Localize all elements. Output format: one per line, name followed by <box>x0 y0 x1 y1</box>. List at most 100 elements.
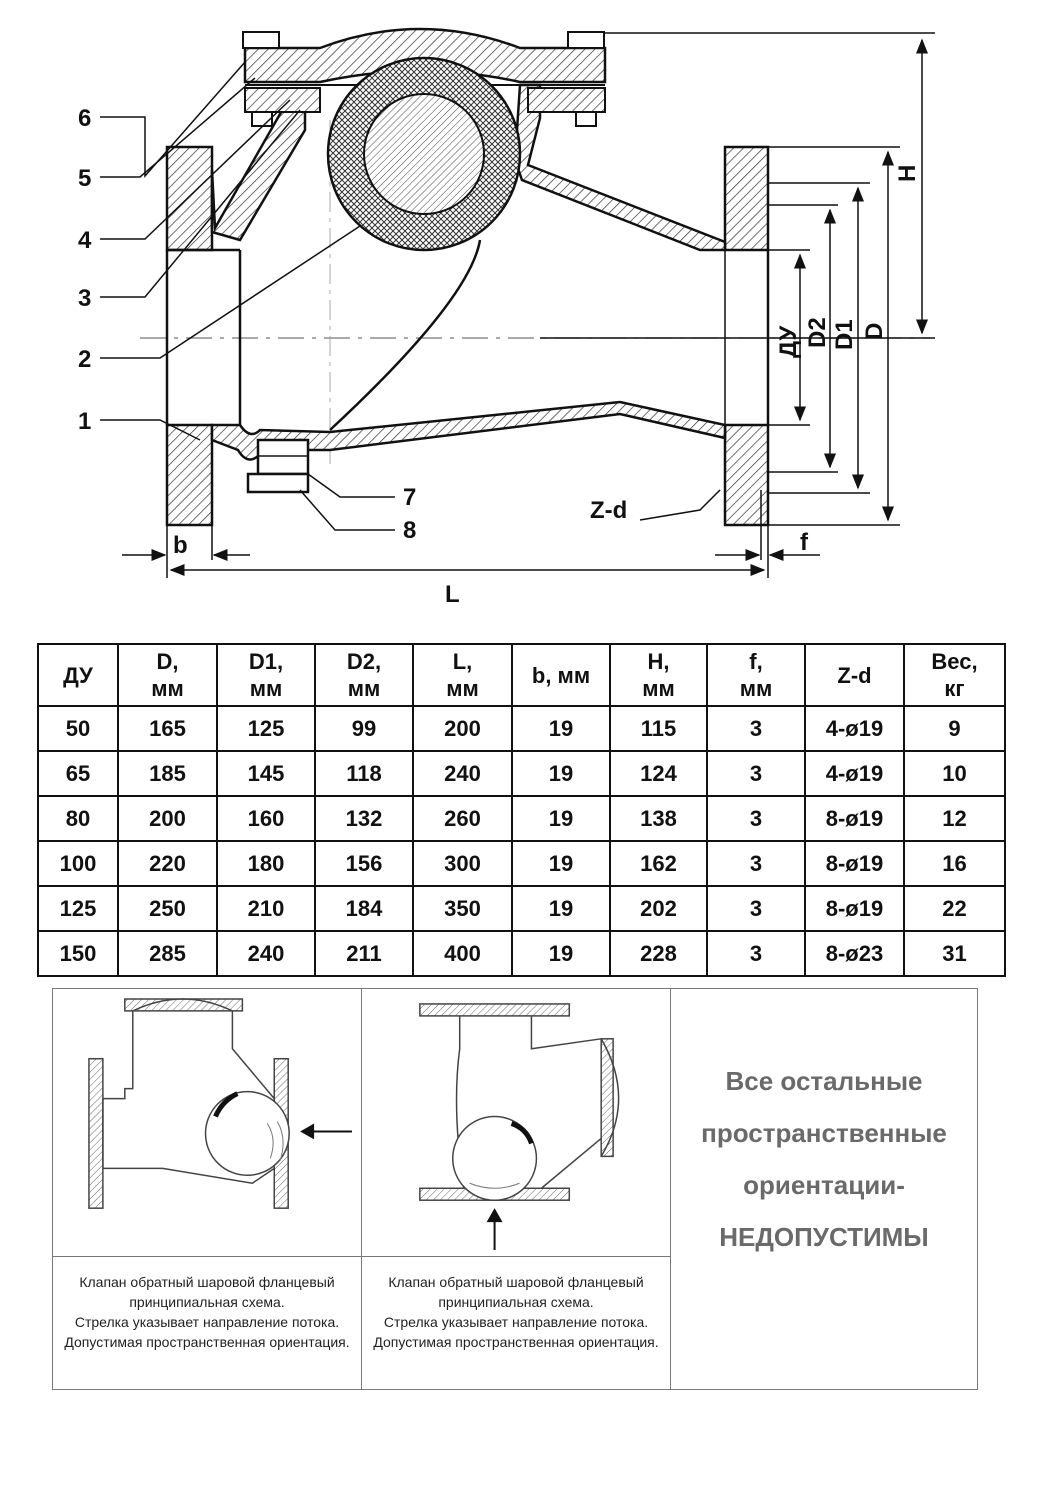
table-header-row: ДУ D,мм D1,мм D2,мм L,мм b, мм H,мм f,мм… <box>37 643 1006 707</box>
th-dn: ДУ <box>37 643 119 707</box>
table-cell: 19 <box>511 930 611 977</box>
th-h: H,мм <box>609 643 708 707</box>
table-cell: 211 <box>314 930 414 977</box>
table-cell: 16 <box>903 840 1006 887</box>
table-cell: 145 <box>216 750 316 797</box>
panel-warning: Все остальные пространственные ориентаци… <box>671 989 977 1389</box>
table-cell: 99 <box>314 705 414 752</box>
table-cell: 150 <box>37 930 119 977</box>
table-cell: 210 <box>216 885 316 932</box>
table-cell: 115 <box>609 705 708 752</box>
table-cell: 220 <box>117 840 218 887</box>
table-cell: 8-ø23 <box>804 930 905 977</box>
table-cell: 250 <box>117 885 218 932</box>
callout-7: 7 <box>403 484 416 511</box>
table-cell: 65 <box>37 750 119 797</box>
callout-8: 8 <box>403 517 416 544</box>
table-cell: 3 <box>706 930 806 977</box>
table-cell: 19 <box>511 750 611 797</box>
orientation-warning: Все остальные пространственные ориентаци… <box>701 1066 947 1252</box>
table-cell: 19 <box>511 840 611 887</box>
table-cell: 19 <box>511 885 611 932</box>
dim-label-d1: D1 <box>831 319 858 350</box>
table-cell: 185 <box>117 750 218 797</box>
table-cell: 160 <box>216 795 316 842</box>
table-cell: 8-ø19 <box>804 795 905 842</box>
th-d2: D2,мм <box>314 643 414 707</box>
panel-caption-horizontal: Клапан обратный шаровой фланцевый принци… <box>64 1274 350 1350</box>
table-cell: 400 <box>412 930 513 977</box>
dim-label-l: L <box>445 581 460 608</box>
callout-2: 2 <box>78 346 91 373</box>
table-cell: 350 <box>412 885 513 932</box>
dim-label-h: H <box>894 165 921 182</box>
table-cell: 80 <box>37 795 119 842</box>
table-cell: 180 <box>216 840 316 887</box>
table-cell: 31 <box>903 930 1006 977</box>
table-cell: 3 <box>706 705 806 752</box>
dim-label-dn: ДУ <box>775 325 802 358</box>
table-cell: 240 <box>216 930 316 977</box>
table-cell: 125 <box>37 885 119 932</box>
callout-4: 4 <box>78 227 92 254</box>
th-zd: Z-d <box>804 643 905 707</box>
dim-label-f: f <box>800 529 809 556</box>
table-cell: 240 <box>412 750 513 797</box>
table-cell: 300 <box>412 840 513 887</box>
table-cell: 3 <box>706 885 806 932</box>
th-b: b, мм <box>511 643 611 707</box>
table-cell: 8-ø19 <box>804 885 905 932</box>
table-cell: 19 <box>511 705 611 752</box>
dim-label-zd: Z-d <box>590 497 627 524</box>
callout-6: 6 <box>78 105 91 132</box>
table-cell: 100 <box>37 840 119 887</box>
table-cell: 3 <box>706 750 806 797</box>
dim-label-d: D <box>861 323 888 340</box>
table-cell: 22 <box>903 885 1006 932</box>
th-l: L,мм <box>412 643 513 707</box>
table-cell: 165 <box>117 705 218 752</box>
table-cell: 3 <box>706 840 806 887</box>
table-cell: 156 <box>314 840 414 887</box>
table-cell: 285 <box>117 930 218 977</box>
table-cell: 260 <box>412 795 513 842</box>
table-cell: 4-ø19 <box>804 705 905 752</box>
orientation-panels: Клапан обратный шаровой фланцевый принци… <box>52 988 978 1390</box>
callout-5: 5 <box>78 165 91 192</box>
dim-label-b: b <box>173 532 188 559</box>
panel-vertical: Клапан обратный шаровой фланцевый принци… <box>362 989 671 1389</box>
table-cell: 12 <box>903 795 1006 842</box>
table-cell: 125 <box>216 705 316 752</box>
dim-label-d2: D2 <box>804 317 831 348</box>
callout-3: 3 <box>78 285 91 312</box>
table-cell: 9 <box>903 705 1006 752</box>
table-cell: 200 <box>117 795 218 842</box>
th-weight: Вес,кг <box>903 643 1006 707</box>
table-cell: 200 <box>412 705 513 752</box>
table-cell: 8-ø19 <box>804 840 905 887</box>
table-cell: 202 <box>609 885 708 932</box>
th-f: f,мм <box>706 643 806 707</box>
table-cell: 10 <box>903 750 1006 797</box>
table-cell: 124 <box>609 750 708 797</box>
table-cell: 3 <box>706 795 806 842</box>
callout-1: 1 <box>78 408 91 435</box>
table-cell: 228 <box>609 930 708 977</box>
panel-caption-vertical: Клапан обратный шаровой фланцевый принци… <box>373 1274 659 1350</box>
table-cell: 118 <box>314 750 414 797</box>
table-cell: 132 <box>314 795 414 842</box>
horizontal-orientation-diagram <box>53 998 361 1257</box>
table-cell: 184 <box>314 885 414 932</box>
table-cell: 4-ø19 <box>804 750 905 797</box>
vertical-orientation-diagram <box>362 1003 670 1257</box>
th-d1: D1,мм <box>216 643 316 707</box>
table-cell: 50 <box>37 705 119 752</box>
table-cell: 19 <box>511 795 611 842</box>
table-cell: 138 <box>609 795 708 842</box>
